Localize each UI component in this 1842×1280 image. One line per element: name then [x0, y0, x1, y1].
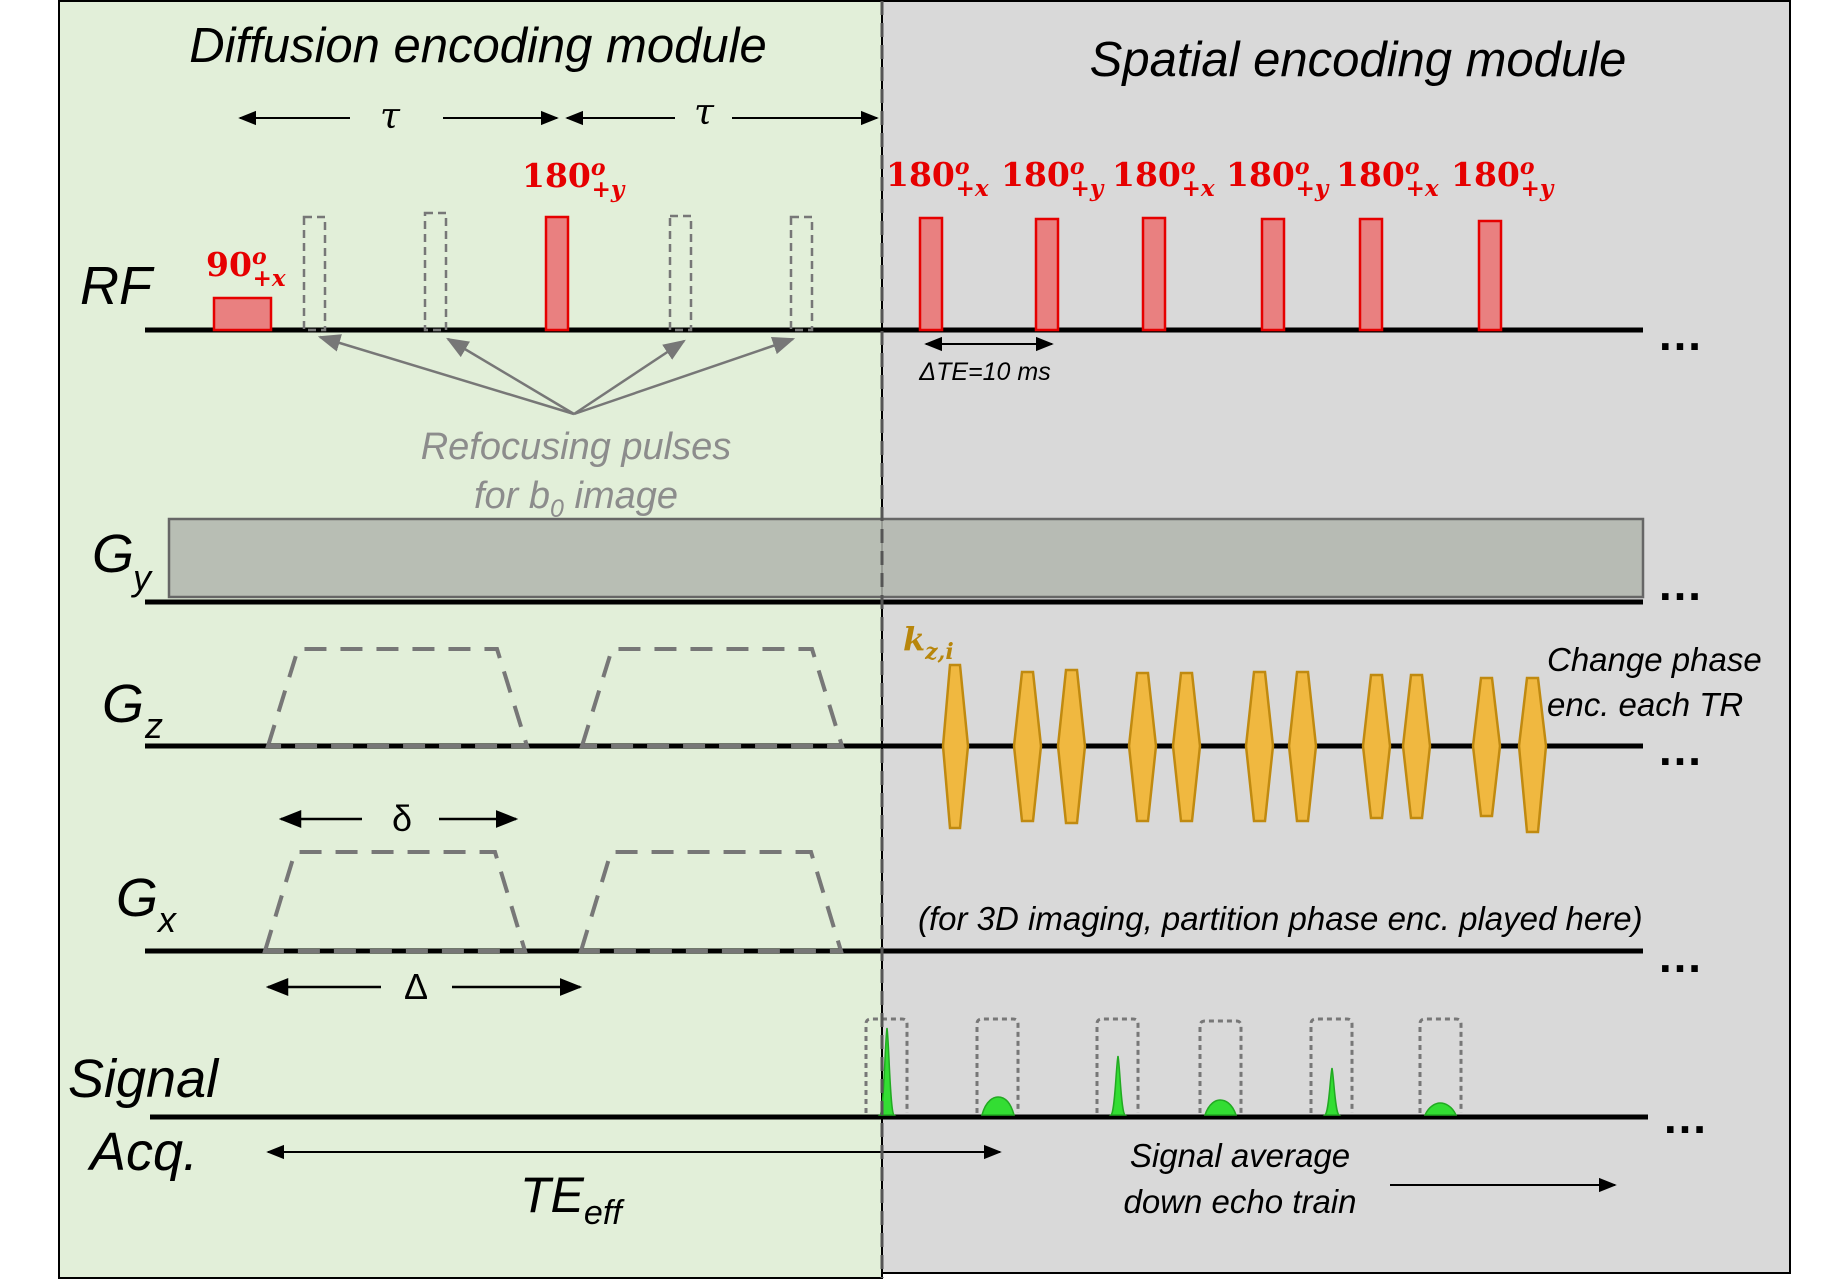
gx-diffusion-lobe-2 — [578, 850, 844, 953]
refocusing-note-line2: for b0 image — [474, 475, 678, 523]
kz-blip-6 — [1244, 670, 1275, 823]
acq-window-2 — [975, 1017, 1020, 1113]
acq-window-6 — [1418, 1017, 1463, 1113]
acq-window-1 — [864, 1017, 909, 1113]
refocusing-note-line1: Refocusing pulses — [421, 426, 732, 468]
train-label-5: 180o+x — [1336, 154, 1439, 202]
spatial-module-title: Spatial encoding module — [1090, 33, 1627, 87]
train-label-3: 180o+x — [1112, 154, 1215, 202]
kz-blip-9 — [1401, 673, 1432, 820]
echo-2 — [981, 1096, 1015, 1116]
kz-blip-3 — [1056, 668, 1087, 825]
train-label-4: 180o+y — [1226, 154, 1330, 202]
kz-blip-2 — [1012, 670, 1043, 823]
rf-excitation-pulse — [212, 296, 273, 332]
excitation-label: 90o+x — [206, 244, 286, 292]
te-eff-label: TEeff — [520, 1167, 625, 1232]
acquisition-windows — [864, 1017, 1463, 1113]
kz-blip-5 — [1171, 671, 1202, 823]
gz-diffusion-lobe-2 — [579, 647, 845, 748]
rf-train-pulse-4 — [1260, 217, 1286, 332]
gy-axis-sub: y — [130, 557, 153, 598]
rf-ellipsis: … — [1657, 308, 1703, 360]
kz-blip-4 — [1127, 671, 1158, 823]
gz-ellipsis: … — [1657, 723, 1703, 775]
partition-note: (for 3D imaging, partition phase enc. pl… — [918, 900, 1643, 937]
train-label-2: 180o+y — [1001, 154, 1105, 202]
rf-train-labels: 180o+x 180o+y 180o+x 180o+y 180o+x 180o+… — [886, 154, 1555, 202]
acq-axis-label: Acq. — [87, 1122, 198, 1182]
acq-window-4 — [1198, 1019, 1243, 1113]
rf-train-pulse-1 — [918, 216, 944, 332]
rf-train-pulse-6 — [1477, 219, 1503, 332]
phase-enc-note-line2: enc. each TR — [1547, 686, 1743, 723]
tau-label-1: τ — [380, 96, 401, 137]
acq-window-5 — [1309, 1017, 1354, 1113]
gz-axis-sub: z — [144, 705, 163, 746]
gx-diffusion-lobe-1 — [262, 850, 528, 953]
rf-train-pulse-3 — [1141, 216, 1167, 332]
rf-pulse-train — [918, 216, 1503, 332]
diffusion-module-panel — [58, 0, 883, 1279]
signal-average-line2: down echo train — [1124, 1183, 1357, 1220]
gy-gradient-block — [167, 517, 1645, 599]
acq-window-3 — [1095, 1017, 1140, 1113]
kz-blip-11 — [1517, 676, 1548, 834]
gz-axis-label: G — [102, 674, 144, 734]
echo-3 — [1108, 1055, 1128, 1116]
b0-refocus-pulse-2 — [423, 211, 448, 332]
delta-big-label: Δ — [404, 966, 428, 1007]
rf-train-pulse-5 — [1358, 217, 1384, 332]
gy-axis-label: G — [92, 524, 134, 584]
spatial-module-panel — [881, 0, 1791, 1274]
phase-enc-note-line1: Change phase — [1547, 641, 1762, 678]
echo-4 — [1203, 1099, 1238, 1116]
signal-axis-label: Signal — [68, 1049, 220, 1109]
b0-refocus-pulse-3 — [668, 214, 693, 332]
rf-diffusion-refocus-pulse — [544, 215, 570, 332]
echo-5 — [1322, 1067, 1342, 1116]
echo-6 — [1423, 1102, 1458, 1116]
gy-ellipsis: … — [1657, 558, 1703, 610]
delta-te-label: ΔTE=10 ms — [918, 358, 1050, 386]
gx-axis-label: G — [116, 868, 158, 928]
rf-train-pulse-2 — [1034, 217, 1060, 332]
echo-1 — [877, 1027, 897, 1116]
b0-refocus-pulse-1 — [302, 215, 327, 332]
echo-signals — [877, 1027, 1458, 1116]
delta-small-label: δ — [392, 798, 412, 839]
kz-blip-7 — [1287, 670, 1318, 823]
kz-phase-blips — [941, 663, 1548, 834]
kz-blip-10 — [1471, 676, 1502, 818]
train-label-6: 180o+y — [1451, 154, 1555, 202]
signal-ellipsis: … — [1662, 1091, 1708, 1143]
kz-blip-1 — [941, 663, 970, 830]
signal-average-line1: Signal average — [1130, 1137, 1350, 1174]
diffusion-refocus-label: 180o+y — [522, 155, 626, 203]
kz-blip-8 — [1361, 673, 1392, 820]
gx-ellipsis: … — [1657, 930, 1703, 982]
kz-label: kz,i — [903, 620, 954, 665]
gz-diffusion-lobe-1 — [265, 647, 530, 748]
diffusion-module-title: Diffusion encoding module — [189, 19, 766, 73]
b0-refocus-pulse-4 — [789, 215, 814, 332]
gx-axis-sub: x — [156, 899, 178, 940]
refocusing-pointer-arrows — [317, 334, 796, 416]
rf-axis-label: RF — [80, 256, 155, 316]
train-label-1: 180o+x — [886, 154, 989, 202]
tau-label-2: τ — [694, 92, 715, 133]
